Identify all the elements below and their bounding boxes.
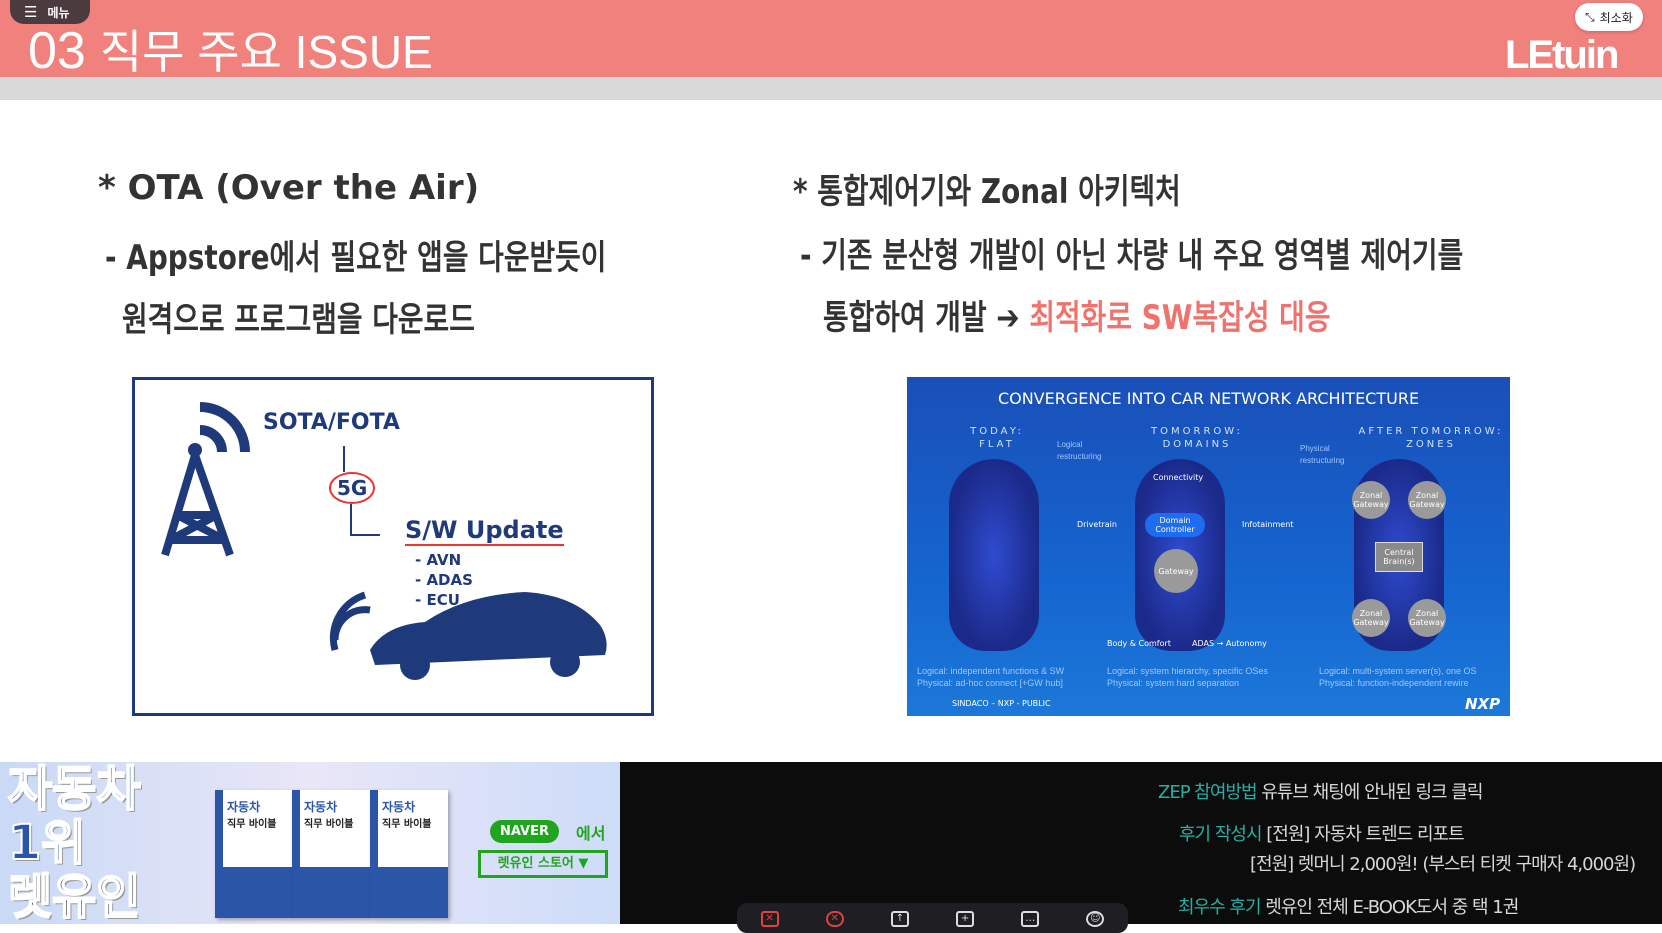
book-title: 자동차 [227,800,261,814]
info-review-2: [전원] 렛머니 2,000원! (부스터 티켓 구매자 4,000원) [1250,850,1636,876]
meeting-toolbar: ✕ ✕ ↑ + … ☺ [737,903,1128,933]
info-label: 최우수 후기 [1178,897,1262,918]
arrow-line [350,534,380,536]
info-best: 최우수 후기 렛유인 전체 E-BOOK도서 중 택 1권 [1178,893,1519,919]
left-heading: * OTA (Over the Air) [98,168,480,208]
5g-label: 5G [329,472,376,504]
book-subtitle: 직무 바이블 [227,819,277,830]
column-heading-flat: TODAY: FLAT [970,426,1024,450]
minimize-label: 최소화 [1599,10,1633,25]
tower-icon [161,402,250,557]
info-text: 렛유인 전체 E-BOOK도서 중 택 1권 [1265,897,1519,918]
domain-label: Drivetrain [1077,520,1117,529]
item-ecu: - ECU [415,591,460,609]
book-subtitle: 직무 바이블 [304,819,354,830]
line2-prefix: 통합하여 개발 ➔ [823,298,1030,338]
figure-footer: SINDACO – NXP - PUBLIC [952,699,1051,708]
domain-label: Infotainment [1242,520,1294,529]
minimize-icon: ⤡ [1585,9,1595,24]
central-brain-node: Central Brain(s) [1375,542,1423,572]
zonal-gateway-node: Zonal Gateway [1352,599,1390,637]
car-icon [329,591,607,680]
book-title: 자동차 [304,800,338,814]
zonal-gateway-node: Zonal Gateway [1408,599,1446,637]
left-line1: - Appstore에서 필요한 앱을 다운받듯이 [105,238,607,278]
item-adas: - ADAS [415,571,473,589]
headline-line: 1위 [7,815,87,871]
line2-highlight: 최적화로 SW복잡성 대응 [1029,298,1331,338]
hamburger-icon: ☰ [24,3,38,21]
connector-line [350,504,352,536]
emoji-icon[interactable]: ☺ [1086,911,1105,927]
figure-title: CONVERGENCE INTO CAR NETWORK ARCHITECTUR… [997,389,1420,408]
sota-fota-label: SOTA/FOTA [263,410,400,435]
info-review: 후기 작성시 [전원] 자동차 트렌드 리포트 [1179,820,1465,846]
section-number: 03 [28,22,86,80]
arrow-label-logical: Logical restructuring [1057,440,1102,461]
column-heading-zones: AFTER TOMORROW: ZONES [1358,426,1504,450]
right-line2: 통합하여 개발 ➔ 최적화로 SW복잡성 대응 [823,290,1330,339]
title-text: 직무 주요 ISSUE [99,26,433,78]
domain-label: Connectivity [1153,473,1204,482]
store-button[interactable]: 렛유인 스토어 ▼ [478,850,608,878]
ota-figure: SOTA/FOTA 5G S/W Update - AVN - ADAS - E… [132,377,654,716]
zonal-gateway-node: Zonal Gateway [1352,481,1390,519]
slide-header [0,0,1662,77]
screen-share-icon[interactable]: ↑ [890,911,909,927]
info-text: 유튜브 채팅에 안내된 링크 클릭 [1261,782,1483,803]
naver-badge: NAVER [490,820,560,843]
naver-suffix: 에서 [576,824,606,843]
info-label: 후기 작성시 [1179,824,1263,845]
chat-icon[interactable]: … [1021,911,1040,927]
right-line1: - 기존 분산형 개발이 아닌 차량 내 주요 영역별 제어기를 [800,236,1464,276]
right-heading: * 통합제어기와 Zonal 아키텍처 [793,172,1181,212]
caption: Logical: system hierarchy, specific OSes… [1107,665,1268,689]
book-title: 자동차 [382,800,416,814]
left-line2: 원격으로 프로그램을 다운로드 [122,300,475,340]
minimize-button[interactable]: ⤡ 최소화 [1575,3,1643,31]
menu-label: 메뉴 [47,5,70,20]
letuin-logo: LEtuin [1505,33,1619,77]
caption: Logical: independent functions & SW Physi… [917,665,1064,689]
domain-controller-node: Domain Controller [1145,513,1205,537]
gateway-node: Gateway [1154,549,1198,593]
caption-physical: Physical: system hard separation [1107,678,1240,688]
sw-update-label: S/W Update [405,516,564,546]
headline-line: 렛유인 [7,869,141,924]
info-text: [전원] 자동차 트렌드 리포트 [1266,824,1464,845]
zonal-gateway-node: Zonal Gateway [1408,481,1446,519]
info-text: [전원] 렛머니 2,000원! (부스터 티켓 구매자 4,000원) [1250,854,1636,875]
arrow-label-physical: Physical restructuring [1300,444,1345,465]
banner-headline: 자동차 1위 렛유인 [7,762,141,924]
car-flat [949,459,1039,651]
domain-label: ADAS → Autonomy [1192,639,1267,648]
caption-physical: Physical: ad-hoc connect [+GW hub] [917,678,1063,688]
domain-label: Body & Comfort [1107,639,1171,648]
caption: Logical: multi-system server(s), one OS P… [1319,665,1477,689]
add-icon[interactable]: + [956,911,975,927]
menu-button[interactable]: ☰ 메뉴 [10,0,90,24]
camera-off-icon[interactable]: ✕ [760,911,779,927]
book-subtitle: 직무 바이블 [382,819,432,830]
item-avn: - AVN [415,551,462,569]
caption-physical: Physical: function-independent rewire [1319,678,1469,688]
header-band [0,77,1662,100]
connector-line [343,446,345,472]
column-heading-domains: TOMORROW: DOMAINS [1151,426,1243,450]
caption-logical: Logical: multi-system server(s), one OS [1319,666,1477,676]
caption-logical: Logical: independent functions & SW [917,666,1065,676]
headline-line: 자동차 [7,762,141,817]
mic-off-icon[interactable]: ✕ [825,911,844,927]
info-zep: ZEP 참여방법 유튜브 채팅에 안내된 링크 클릭 [1158,778,1483,804]
caption-logical: Logical: system hierarchy, specific OSes [1107,666,1268,676]
nxp-logo: NXP [1465,695,1501,713]
update-items: - AVN - ADAS - ECU [415,550,473,610]
info-label: ZEP 참여방법 [1158,782,1258,803]
nxp-architecture-figure: CONVERGENCE INTO CAR NETWORK ARCHITECTUR… [907,377,1510,716]
